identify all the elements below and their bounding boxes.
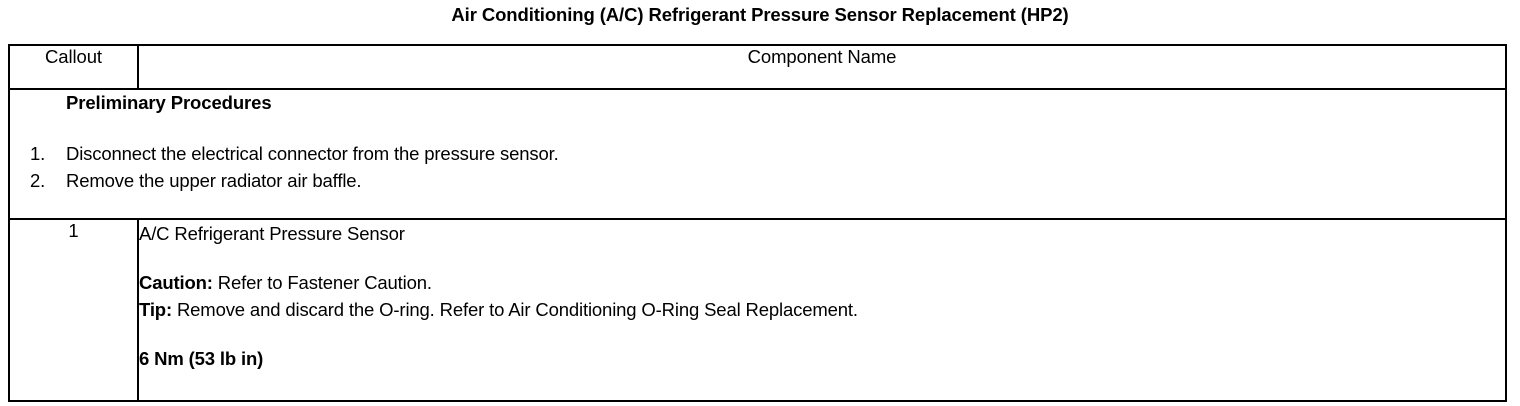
procedure-table: Callout Component Name Preliminary Proce…	[8, 44, 1507, 402]
spacer	[139, 323, 1505, 345]
tip-text: Remove and discard the O-ring. Refer to …	[171, 299, 858, 320]
caution-line: Caution: Refer to Fastener Caution.	[139, 269, 1505, 296]
preliminary-procedures-row: Preliminary Procedures 1. Disconnect the …	[8, 88, 1507, 220]
caution-text: Refer to Fastener Caution.	[212, 272, 432, 293]
column-header-callout: Callout	[8, 44, 139, 90]
step-number: 1.	[30, 143, 46, 164]
preliminary-steps-list: 1. Disconnect the electrical connector fr…	[10, 140, 1505, 194]
step-text: Disconnect the electrical connector from…	[66, 143, 559, 164]
step-number: 2.	[30, 170, 46, 191]
tip-label: Tip:	[139, 299, 172, 320]
spacer	[139, 247, 1505, 269]
column-header-component-name: Component Name	[137, 44, 1507, 90]
preliminary-procedures-cell: Preliminary Procedures 1. Disconnect the …	[8, 88, 1507, 220]
torque-specification: 6 Nm (53 lb in)	[139, 348, 264, 369]
callout-number: 1	[8, 218, 139, 402]
component-detail-cell: A/C Refrigerant Pressure Sensor Caution:…	[137, 218, 1507, 402]
component-name-text: A/C Refrigerant Pressure Sensor	[139, 223, 405, 244]
list-item: 1. Disconnect the electrical connector fr…	[10, 140, 1505, 167]
page-title: Air Conditioning (A/C) Refrigerant Press…	[451, 4, 1069, 25]
step-text: Remove the upper radiator air baffle.	[66, 170, 362, 191]
table-row: 1 A/C Refrigerant Pressure Sensor Cautio…	[8, 218, 1507, 402]
caution-label: Caution:	[139, 272, 213, 293]
table-header-row: Callout Component Name	[8, 44, 1507, 90]
preliminary-procedures-heading: Preliminary Procedures	[66, 92, 272, 113]
tip-line: Tip: Remove and discard the O-ring. Refe…	[139, 296, 1505, 323]
list-item: 2. Remove the upper radiator air baffle.	[10, 167, 1505, 194]
